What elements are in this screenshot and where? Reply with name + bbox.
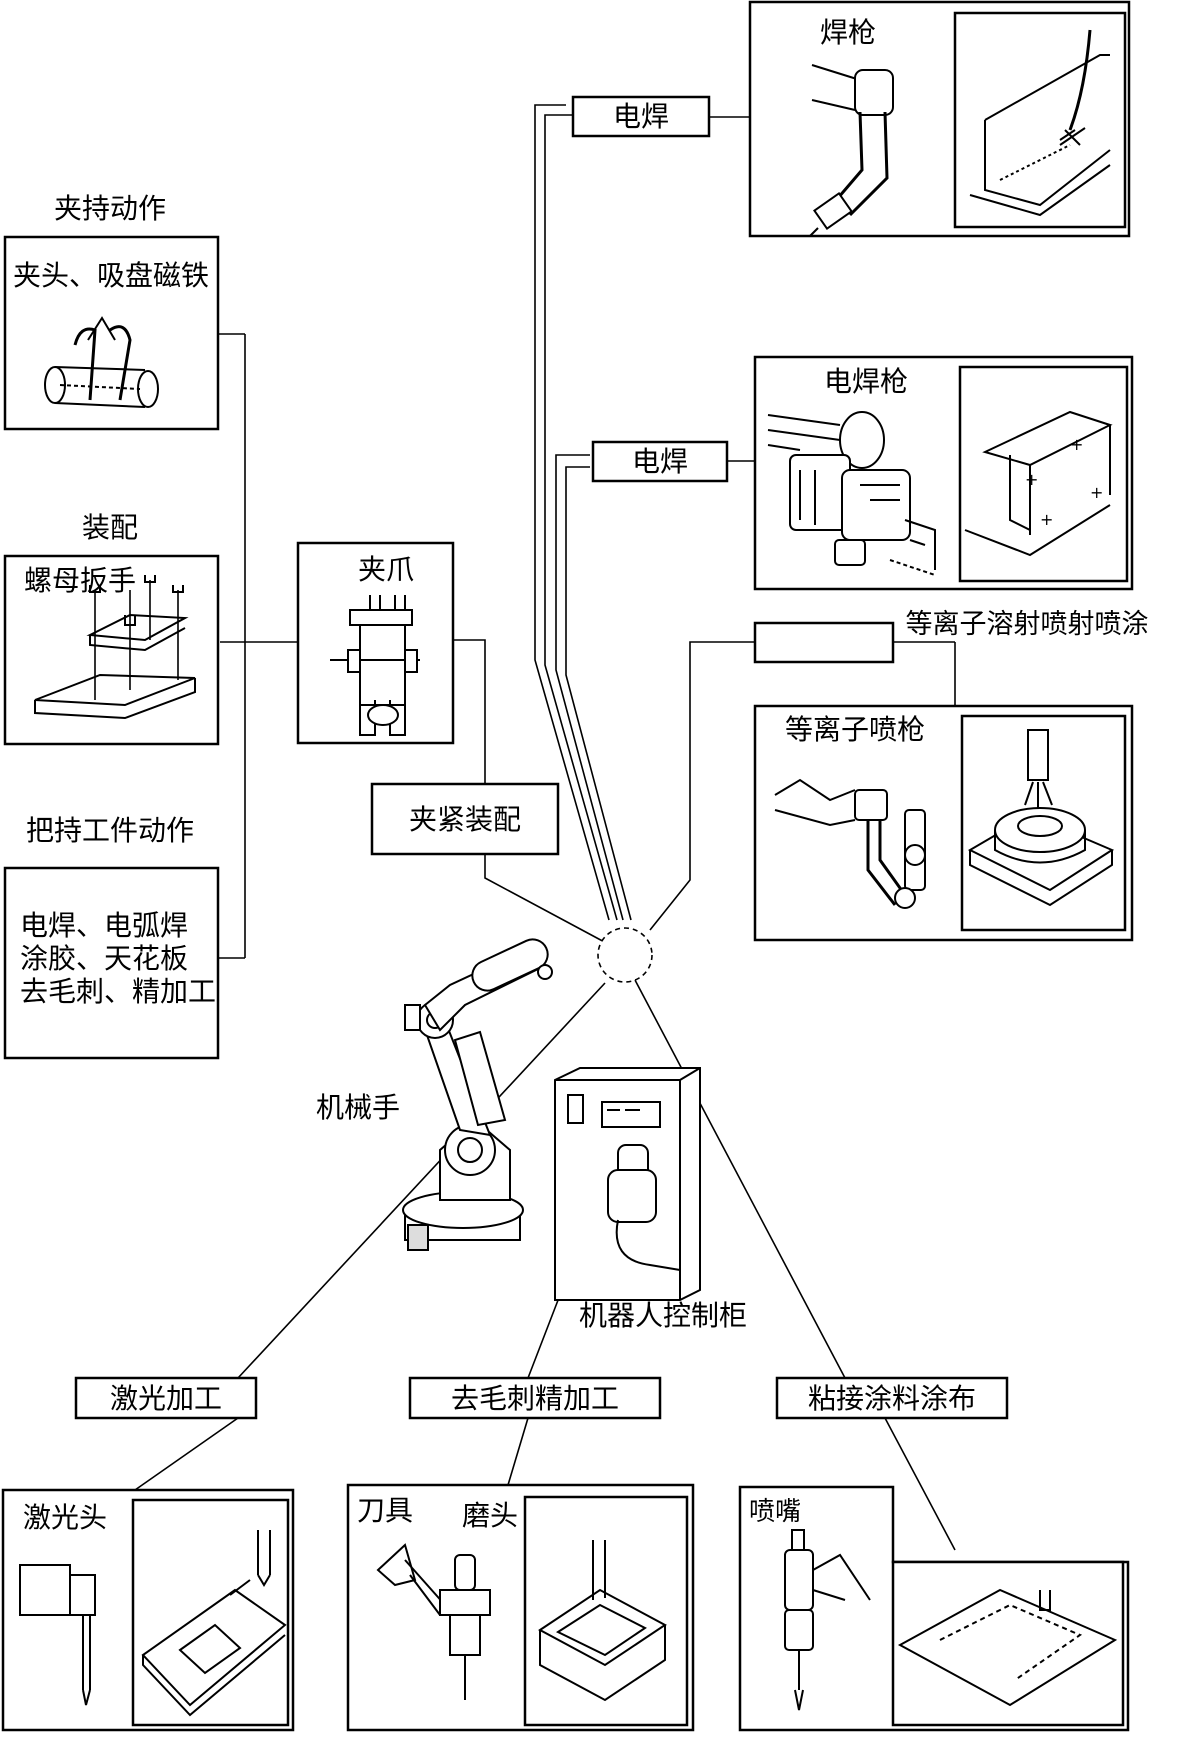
deburr-label: 去毛刺精加工 — [451, 1382, 619, 1415]
gripper-title: 夹爪 — [358, 553, 414, 586]
gripper-claw-icon — [330, 595, 420, 736]
svg-text:+: + — [1025, 470, 1038, 489]
nut-wrench-icon — [34, 575, 196, 720]
assembly-title: 装配 — [82, 511, 138, 544]
junction-hub — [597, 927, 653, 983]
deburr-tool1-label: 刀具 — [357, 1494, 413, 1527]
robot-arm-icon — [402, 938, 553, 1251]
hold-line-1: 电焊、电弧焊 — [20, 909, 188, 942]
laser-label: 激光加工 — [110, 1382, 222, 1415]
cutter-grinder-icon — [376, 1543, 491, 1700]
welding-torch-icon — [809, 64, 894, 237]
plasma-box — [753, 621, 895, 664]
grip-title: 夹持动作 — [54, 192, 166, 225]
top-weld-label: 电焊 — [613, 100, 669, 133]
gripper-fingers-icon — [44, 316, 159, 408]
fillet-weld-icon — [969, 29, 1111, 217]
glue-detail-frame — [891, 1560, 1125, 1727]
laser-label-box — [74, 1376, 258, 1420]
plasma-tool-label: 等离子喷枪 — [785, 713, 925, 746]
grip-text: 夹头、吸盘磁铁 — [13, 259, 209, 292]
svg-text:+: + — [1090, 483, 1103, 502]
svg-text:+: + — [1070, 435, 1083, 454]
deburr-tool2-label: 磨头 — [462, 1499, 518, 1532]
laser-detail-frame — [131, 1498, 290, 1727]
controller-cabinet-icon — [554, 1067, 701, 1301]
plasma-label: 等离子溶射喷射喷涂 — [906, 609, 1149, 640]
cabinet-label: 机器人控制柜 — [579, 1299, 747, 1332]
deburr-label-box — [408, 1376, 662, 1420]
top-weld-label-box — [571, 95, 711, 138]
laser-tool-label: 激光头 — [23, 1501, 107, 1534]
spot-weld-label-box — [591, 440, 729, 483]
hold-line-3: 去毛刺、精加工 — [20, 975, 216, 1008]
assembly-text: 螺母扳手 — [24, 564, 136, 597]
machined-box-icon — [538, 1540, 667, 1702]
glued-panel-icon — [897, 1588, 1118, 1707]
top-weld-tool-label: 焊枪 — [820, 16, 876, 49]
glue-tool-label: 喷嘴 — [749, 1497, 801, 1527]
clamp-assembly-label: 夹紧装配 — [409, 803, 521, 836]
spot-weld-detail-frame — [958, 365, 1129, 583]
plasma-gun-icon — [774, 778, 926, 909]
glue-label-box — [775, 1376, 1009, 1420]
plasma-spray-part-icon — [967, 729, 1115, 907]
top-weld-detail-frame — [953, 11, 1127, 229]
spray-nozzle-icon — [784, 1529, 871, 1711]
connection-lines — [134, 104, 956, 1551]
svg-text:+: + — [1040, 510, 1053, 529]
hold-line-2: 涂胶、天花板 — [20, 942, 188, 975]
robot-label: 机械手 — [316, 1091, 400, 1124]
spot-weld-tool-label: 电焊枪 — [824, 365, 908, 398]
spot-weld-label: 电焊 — [632, 445, 688, 478]
laser-head-icon — [19, 1564, 96, 1706]
spot-welding-gun-icon — [767, 411, 936, 576]
laser-cut-plate-icon — [141, 1530, 287, 1717]
hold-panel — [3, 866, 220, 1060]
channel-part-icon: + + + + — [964, 410, 1113, 557]
clamp-assembly-label-box — [370, 782, 560, 856]
deburr-detail-frame — [523, 1495, 689, 1727]
hold-title: 把持工件动作 — [26, 814, 194, 847]
glue-label: 粘接涂料涂布 — [808, 1382, 976, 1415]
